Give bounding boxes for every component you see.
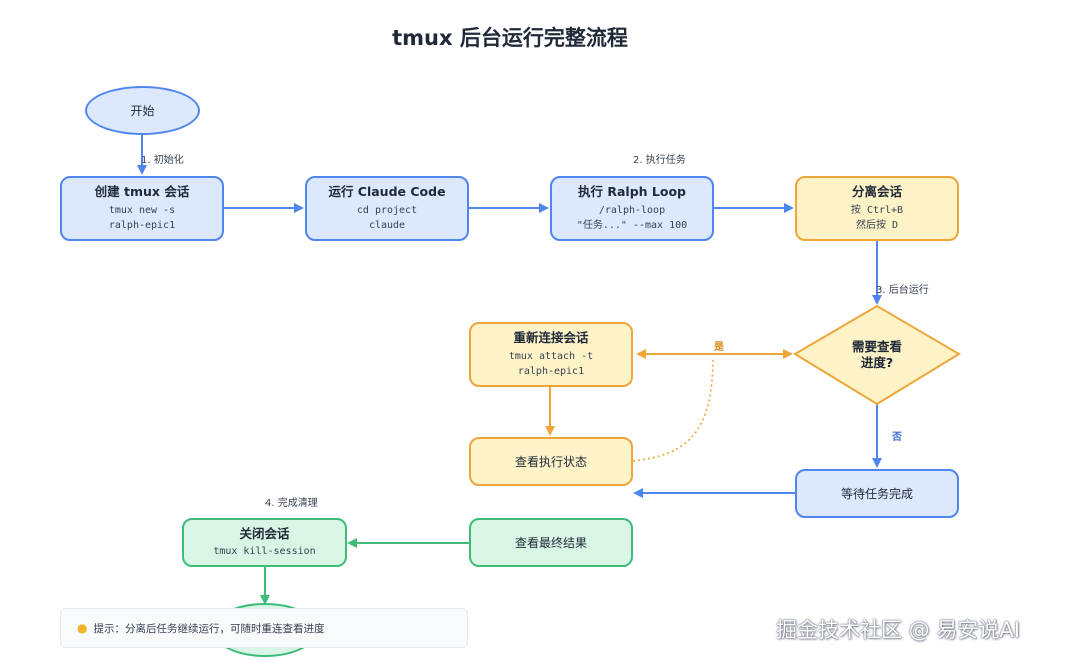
decision-text: 需要查看 进度? — [830, 336, 924, 374]
reattach-line-2: ralph-epic1 — [517, 366, 585, 377]
close-session-node: 关闭会话 tmux kill-session — [182, 518, 347, 567]
run-claude-node: 运行 Claude Code cd project claude — [305, 176, 469, 241]
view-status-title: 查看执行状态 — [514, 454, 587, 469]
wait-node: 等待任务完成 — [795, 469, 959, 518]
page-title: tmux 后台运行完整流程 — [392, 26, 628, 50]
create-session-title: 创建 tmux 会话 — [94, 184, 190, 199]
run-claude-line-1: cd project — [356, 205, 418, 216]
ralph-loop-line-2: "任务..." --max 100 — [576, 220, 688, 231]
edge-label-execute: 2. 执行任务 — [633, 155, 686, 166]
close-session-title: 关闭会话 — [239, 526, 290, 541]
edge-label-cleanup: 4. 完成清理 — [265, 498, 318, 509]
create-session-line-2: ralph-epic1 — [108, 220, 176, 231]
create-session-node: 创建 tmux 会话 tmux new -s ralph-epic1 — [60, 176, 224, 241]
reattach-title: 重新连接会话 — [513, 330, 589, 345]
start-label: 开始 — [130, 103, 155, 118]
tip-text: 提示：分离后任务继续运行，可随时重连查看进度 — [93, 622, 325, 635]
start-node: 开始 — [85, 86, 200, 135]
run-claude-line-2: claude — [368, 220, 406, 231]
edge-label-yes: 是 — [714, 342, 724, 353]
edge-label-no: 否 — [892, 432, 902, 443]
run-claude-title: 运行 Claude Code — [328, 184, 446, 199]
close-session-line-1: tmux kill-session — [213, 546, 316, 557]
edge-status-loop — [632, 359, 714, 462]
reattach-node: 重新连接会话 tmux attach -t ralph-epic1 — [469, 322, 633, 387]
wait-title: 等待任务完成 — [840, 486, 913, 501]
decision-line-1: 需要查看 — [851, 339, 902, 354]
final-result-node: 查看最终结果 — [469, 518, 633, 567]
detach-line-1: 按 Ctrl+B — [850, 205, 904, 216]
view-status-node: 查看执行状态 — [469, 437, 633, 486]
create-session-line-1: tmux new -s — [108, 205, 176, 216]
detach-node: 分离会话 按 Ctrl+B 然后按 D — [795, 176, 959, 241]
edge-label-background: 3. 后台运行 — [876, 285, 929, 296]
lightbulb-icon: ● — [77, 621, 88, 635]
ralph-loop-line-1: /ralph-loop — [598, 205, 666, 216]
detach-title: 分离会话 — [851, 184, 902, 199]
edge-label-init: 1. 初始化 — [141, 155, 184, 166]
ralph-loop-title: 执行 Ralph Loop — [578, 184, 686, 199]
ralph-loop-node: 执行 Ralph Loop /ralph-loop "任务..." --max … — [550, 176, 714, 241]
decision-diamond — [793, 304, 961, 406]
final-result-title: 查看最终结果 — [514, 535, 587, 550]
decision-line-2: 进度? — [860, 355, 894, 370]
detach-line-2: 然后按 D — [855, 220, 899, 231]
tip-box: ● 提示：分离后任务继续运行，可随时重连查看进度 — [60, 608, 468, 648]
watermark: 掘金技术社区 @ 易安说AI — [776, 618, 1020, 642]
reattach-line-1: tmux attach -t — [508, 351, 594, 362]
